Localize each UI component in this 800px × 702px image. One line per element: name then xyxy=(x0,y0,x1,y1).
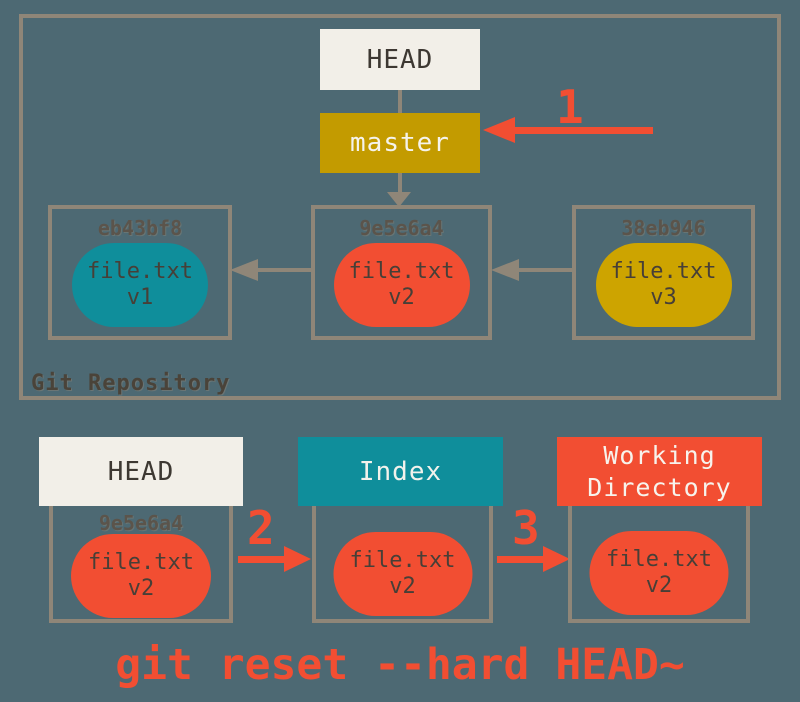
commit-box-9e5e6a4: 9e5e6a4 file.txt v2 xyxy=(311,205,492,340)
commit3-to-commit2-arrow-line xyxy=(518,268,572,272)
commit-box-eb43bf8: eb43bf8 file.txt v1 xyxy=(48,205,232,340)
file-snapshot-oval: file.txt v2 xyxy=(589,531,729,615)
file-name: file.txt xyxy=(348,258,455,284)
file-version: v2 xyxy=(389,574,416,599)
bottom-head-box: HEAD xyxy=(39,437,243,506)
step-1-arrow-line xyxy=(514,127,653,134)
step-2-arrowhead-icon xyxy=(284,546,311,572)
head-snapshot-box: 9e5e6a4 file.txt v2 xyxy=(49,506,233,623)
git-repository-label: Git Repository xyxy=(31,371,231,396)
file-version: v2 xyxy=(127,576,155,601)
file-name: file.txt xyxy=(88,549,194,575)
file-snapshot-oval: file.txt v3 xyxy=(595,243,732,327)
index-label: Index xyxy=(358,456,443,487)
working-directory-snapshot-box: file.txt v2 xyxy=(568,506,750,623)
working-directory-box: Working Directory xyxy=(557,437,762,506)
file-version: v3 xyxy=(650,285,677,310)
step-3-arrow-line xyxy=(497,556,545,563)
step-2-arrow-line xyxy=(238,556,286,563)
commit-id: 9e5e6a4 xyxy=(98,511,184,535)
master-to-commit-arrow-line xyxy=(398,173,402,194)
commit-id: 9e5e6a4 xyxy=(359,216,444,240)
file-name: file.txt xyxy=(87,258,193,284)
step-3-arrowhead-icon xyxy=(543,546,570,572)
step-3-number: 3 xyxy=(512,501,540,555)
arrow-left-icon xyxy=(230,259,258,281)
master-branch-box: master xyxy=(320,113,480,173)
step-2-number: 2 xyxy=(247,501,275,555)
file-version: v2 xyxy=(388,285,415,310)
bottom-head-label: HEAD xyxy=(107,456,175,487)
file-version: v1 xyxy=(126,285,154,310)
git-repository-container xyxy=(19,14,781,400)
file-snapshot-oval: file.txt v1 xyxy=(72,243,208,327)
step-1-number: 1 xyxy=(556,80,584,134)
master-branch-label: master xyxy=(350,128,450,158)
working-directory-label: Working Directory xyxy=(587,441,732,502)
arrow-left-icon xyxy=(491,259,519,281)
file-snapshot-oval: file.txt v2 xyxy=(333,243,470,327)
file-name: file.txt xyxy=(606,546,712,572)
step-1-arrowhead-icon xyxy=(483,117,515,143)
index-snapshot-box: file.txt v2 xyxy=(312,506,493,623)
index-box: Index xyxy=(298,437,503,506)
file-snapshot-oval: file.txt v2 xyxy=(71,534,211,618)
arrow-down-icon xyxy=(387,192,411,207)
file-name: file.txt xyxy=(349,547,456,573)
commit-box-38eb946: 38eb946 file.txt v3 xyxy=(572,205,755,340)
command-caption: git reset --hard HEAD~ xyxy=(115,640,685,690)
commit-id: eb43bf8 xyxy=(97,216,183,240)
file-name: file.txt xyxy=(610,258,717,284)
file-snapshot-oval: file.txt v2 xyxy=(333,532,472,616)
head-to-master-connector xyxy=(398,90,402,113)
head-pointer-box: HEAD xyxy=(320,29,480,90)
commit-id: 38eb946 xyxy=(621,216,706,240)
commit2-to-commit1-arrow-line xyxy=(257,268,311,272)
file-version: v2 xyxy=(645,573,673,598)
head-pointer-label: HEAD xyxy=(366,44,434,75)
